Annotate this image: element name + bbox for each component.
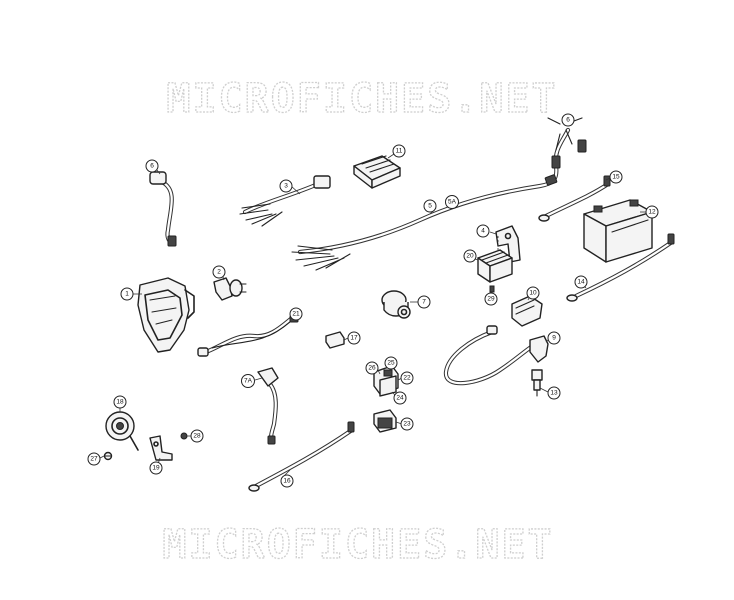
- svg-text:7: 7: [422, 299, 426, 306]
- connector-17: [325, 331, 345, 349]
- callout-17: 17: [347, 331, 361, 345]
- battery: [583, 199, 653, 263]
- svg-text:20: 20: [466, 253, 474, 260]
- svg-text:27: 27: [90, 456, 98, 463]
- callout-12: 12: [645, 205, 659, 219]
- callout-13: 13: [547, 386, 561, 400]
- cable-16: [248, 421, 355, 492]
- svg-text:9: 9: [552, 335, 556, 342]
- svg-text:28: 28: [193, 433, 201, 440]
- svg-text:13: 13: [550, 390, 558, 397]
- callout-24: 24: [393, 391, 407, 405]
- callout-26: 26: [365, 361, 379, 375]
- callout-22: 22: [400, 371, 414, 385]
- callout-20: 20: [463, 249, 477, 263]
- svg-text:5A: 5A: [448, 199, 457, 206]
- callout-6-right: 6: [561, 113, 575, 127]
- ground-cable-14: [566, 233, 675, 302]
- svg-text:21: 21: [292, 311, 300, 318]
- callout-11: 11: [392, 144, 406, 158]
- callout-6-left: 6: [145, 159, 159, 173]
- callout-5: 5: [423, 199, 437, 213]
- headlight-bulb: [213, 277, 247, 301]
- sensor-left: [149, 171, 177, 247]
- callout-28: 28: [190, 429, 204, 443]
- svg-text:24: 24: [396, 395, 404, 402]
- watermark-top: MICROFICHES.NET: [166, 76, 557, 122]
- fastener-29: [489, 285, 495, 293]
- callout-18: 18: [113, 395, 127, 409]
- spark-plug: [531, 369, 543, 397]
- svg-text:26: 26: [368, 365, 376, 372]
- watermark-bottom: MICROFICHES.NET: [162, 522, 553, 568]
- callout-10: 10: [526, 286, 540, 300]
- callout-5a: 5A: [445, 195, 459, 209]
- callout-27: 27: [87, 452, 101, 466]
- sensor-7a: [257, 367, 279, 445]
- svg-text:15: 15: [612, 174, 620, 181]
- callout-21: 21: [289, 307, 303, 321]
- relay-23: [373, 409, 397, 433]
- callout-29: 29: [484, 292, 498, 306]
- svg-text:4: 4: [481, 228, 485, 235]
- callout-9: 9: [547, 331, 561, 345]
- svg-text:16: 16: [283, 478, 291, 485]
- svg-text:6: 6: [150, 163, 154, 170]
- callout-7a: 7A: [241, 374, 255, 388]
- main-wiring-harness: [291, 117, 587, 271]
- callout-15: 15: [609, 170, 623, 184]
- svg-text:6: 6: [566, 117, 570, 124]
- svg-text:7A: 7A: [244, 378, 253, 385]
- svg-text:22: 22: [403, 375, 411, 382]
- callout-16: 16: [280, 474, 294, 488]
- ignition-coil: [511, 295, 543, 327]
- horn-bracket: [149, 435, 173, 461]
- relay-bracket: [495, 225, 521, 263]
- svg-text:1: 1: [125, 291, 129, 298]
- svg-text:14: 14: [577, 279, 585, 286]
- svg-text:18: 18: [116, 399, 124, 406]
- callout-25: 25: [384, 356, 398, 370]
- callout-3: 3: [279, 179, 293, 193]
- svg-text:12: 12: [648, 209, 656, 216]
- ht-lead: [443, 325, 549, 386]
- callout-14: 14: [574, 275, 588, 289]
- ecu-module: [353, 155, 401, 189]
- svg-text:17: 17: [350, 335, 358, 342]
- nut-28: [180, 432, 188, 440]
- svg-text:11: 11: [396, 148, 403, 155]
- ignition-switch: [381, 290, 411, 319]
- voltage-regulator: [477, 249, 513, 283]
- svg-text:5: 5: [428, 203, 432, 210]
- svg-text:10: 10: [529, 290, 537, 297]
- svg-text:25: 25: [387, 360, 395, 367]
- svg-text:19: 19: [152, 465, 160, 472]
- headlight-housing: [137, 277, 195, 353]
- fuse-box: [373, 365, 399, 397]
- svg-text:3: 3: [284, 183, 288, 190]
- callout-2: 2: [212, 265, 226, 279]
- svg-text:23: 23: [403, 421, 411, 428]
- callout-7: 7: [417, 295, 431, 309]
- callout-19: 19: [149, 461, 163, 475]
- horn: [105, 411, 139, 451]
- svg-text:29: 29: [487, 296, 495, 303]
- callout-23: 23: [400, 417, 414, 431]
- svg-text:2: 2: [217, 269, 221, 276]
- sub-harness-3: [239, 175, 331, 227]
- callout-1: 1: [120, 287, 134, 301]
- sub-harness-21: [197, 315, 299, 357]
- screw-27: [103, 451, 113, 461]
- callout-4: 4: [476, 224, 490, 238]
